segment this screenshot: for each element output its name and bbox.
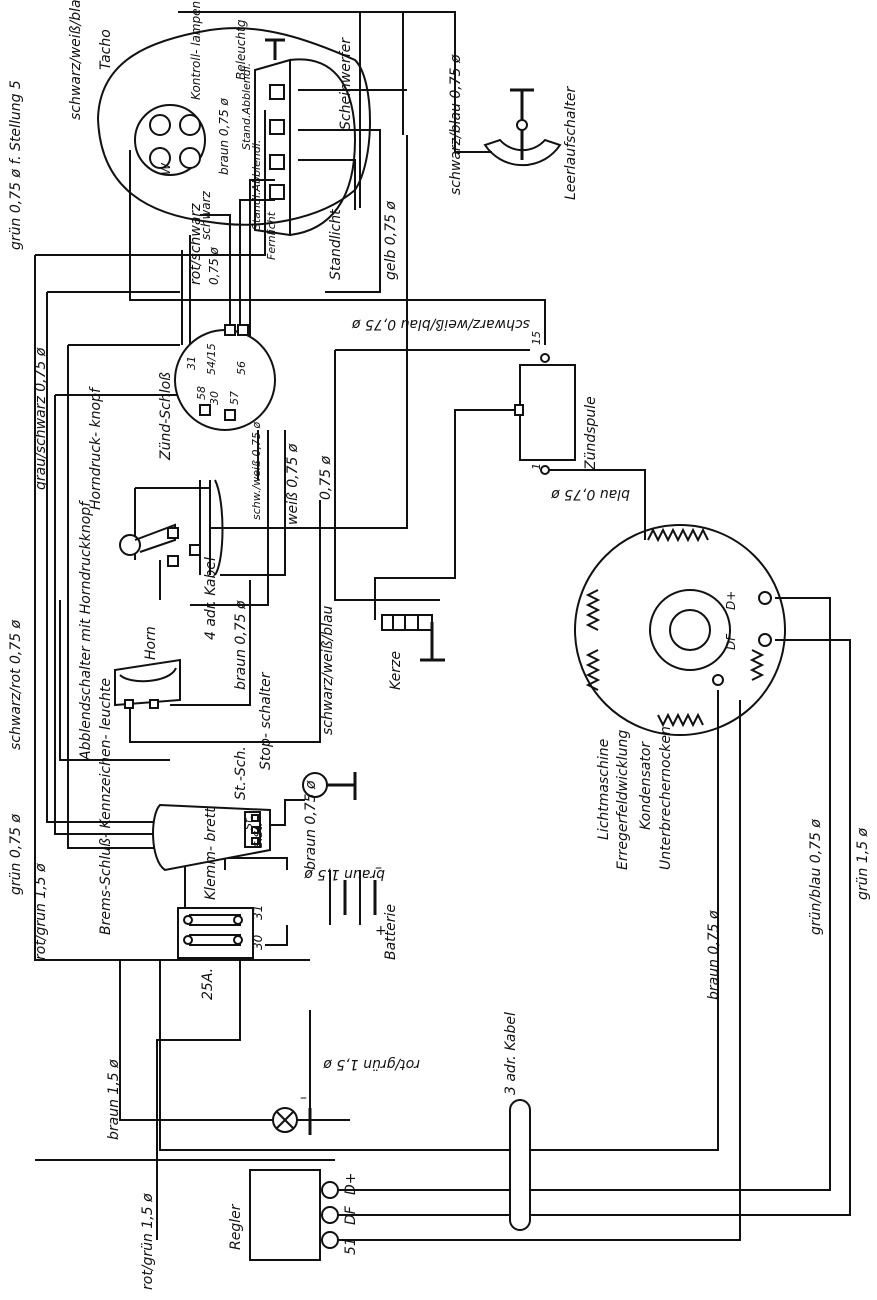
- wire-label-w7: 0,75 ø: [207, 246, 221, 285]
- wire-label-w10: grau/schwarz 0,75 ø: [33, 347, 49, 490]
- klemmbrett: [177, 907, 254, 959]
- wire-label-w27: rot/grün 1,5 ø: [140, 1193, 156, 1290]
- wire-label-w8: gelb 0,75 ø: [383, 201, 399, 280]
- label-erregerfeldwicklung: Erregerfeldwicklung: [615, 730, 631, 870]
- terminal-zs-57: 57: [228, 391, 241, 405]
- label-fuse: 25A.: [200, 968, 216, 1000]
- terminal-kb-31: 31: [251, 905, 265, 920]
- label-regler: Regler: [228, 1203, 244, 1250]
- batterie: [329, 870, 377, 925]
- terminal-kb-30: 30: [251, 934, 265, 950]
- label-kondensator: Kondensator: [638, 741, 654, 830]
- kabel3-sleeve: [509, 1099, 531, 1231]
- label-standlicht: Standlicht: [328, 209, 344, 280]
- wire-label-w19: grün 0,75 ø: [8, 814, 24, 895]
- wire-label-w6: rot/schwarz: [188, 203, 204, 285]
- label-batterie: Batterie: [383, 904, 399, 960]
- leerlaufschalter: [483, 88, 562, 167]
- label-st-sch: St.-Sch.: [233, 746, 249, 800]
- wire-label-w22: rot/grün 1,5 ø: [323, 1056, 420, 1072]
- label-lichtmaschine: Lichtmaschine: [596, 739, 612, 840]
- regler: [249, 1169, 339, 1261]
- terminal-r-df: DF: [343, 1205, 359, 1225]
- scheinwerfer: [254, 38, 357, 237]
- wire-label-w13: 0,75 ø: [318, 455, 334, 500]
- terminal-zsp-1: 1: [530, 463, 543, 470]
- tacho-housing: [96, 27, 371, 226]
- label-stand-abblendl-1: Stand.Abblendl.: [240, 63, 253, 150]
- label-zuendspule: Zündspule: [583, 396, 599, 471]
- wire-label-w20: rot/grün 1,5 ø: [33, 863, 49, 960]
- terminal-bat-plus: +: [375, 923, 387, 939]
- tacho-lamp-1: [149, 114, 171, 136]
- wire-label-w24: braun 0,75 ø: [706, 910, 722, 1000]
- label-horn: Horn: [143, 626, 159, 660]
- wire-label-w18: braun 0,75 ø: [303, 780, 319, 870]
- wire-label-w15: schwarz/weiß/blau: [320, 605, 336, 735]
- kerze: [381, 614, 445, 662]
- wire-label-w11: schw./weiß 0,75 ø: [250, 422, 263, 520]
- label-fernlicht: Fernlicht: [265, 211, 278, 260]
- label-beleuchtg: Beleuchtg: [234, 19, 248, 80]
- terminal-lamp-minus: –: [300, 1090, 307, 1106]
- terminal-zs-58: 58: [195, 386, 208, 400]
- brems-schluss-leuchte: [152, 803, 271, 872]
- stopschalter: [302, 772, 357, 800]
- wires: [34, 11, 851, 1241]
- wire-label-w25: grün/blau 0,75 ø: [808, 819, 824, 935]
- terminal-r-51: 51: [343, 1237, 359, 1255]
- zuendschloss: [174, 324, 276, 431]
- terminal-zs-31: 31: [185, 356, 198, 370]
- label-stand-abblendl-2: Standl.Abblendl.: [250, 140, 263, 230]
- label-zuendschloss: Zünd-Schloß: [158, 372, 174, 461]
- horn: [114, 658, 181, 709]
- wire-label-w23: braun 1,5 ø: [304, 866, 385, 882]
- terminal-lm-df: DF: [724, 633, 738, 650]
- label-kabel4: 4 adr. Kabel: [203, 557, 219, 640]
- label-kontrolllampen: Kontroll- lampen: [189, 1, 203, 100]
- abblendschalter: [119, 479, 224, 600]
- ladekontrolle-lamp: [272, 1107, 312, 1135]
- label-leerlaufschalter: Leerlaufschalter: [563, 86, 579, 200]
- label-brems: Brems-Schluß- Kennzeichen- leuchte: [98, 678, 114, 935]
- label-kabel3: 3 adr. Kabel: [503, 1012, 519, 1095]
- terminal-r-dplus: D+: [343, 1172, 359, 1195]
- label-klemmbrett: Klemm- brett: [203, 807, 219, 900]
- label-st: St.: [242, 815, 255, 830]
- lichtmaschine: [574, 524, 786, 736]
- terminal-zs-30: 30: [208, 391, 221, 405]
- tacho-lamp-4: [179, 147, 201, 169]
- label-sst: S.St.: [252, 823, 265, 848]
- tacho-lamp-3: [149, 147, 171, 169]
- terminal-w: W: [159, 162, 173, 175]
- zuendspule: [514, 353, 576, 475]
- wire-label-w4: braun 0,75 ø: [217, 98, 231, 175]
- wire-label-w9: schwarz/weiß/blau 0,75 ø: [351, 316, 530, 332]
- terminal-zsp-15: 15: [530, 331, 543, 345]
- label-scheinwerfer: Scheinwerfer: [338, 37, 354, 130]
- label-stopschalter: Stop- schalter: [258, 671, 274, 770]
- wire-label-w14: blau 0,75 ø: [551, 486, 630, 502]
- terminal-lm-dplus: D+: [724, 591, 738, 610]
- wire-label-w21: braun 1,5 ø: [106, 1059, 122, 1140]
- label-abblendschalter: Abblendschalter mit Horndruckknopf: [78, 500, 94, 761]
- wire-label-w12: weiß 0,75 ø: [285, 443, 301, 525]
- wire-label-w3: schwarz/blau 0,75 ø: [448, 54, 464, 195]
- wire-label-w16: braun 0,75 ø: [233, 600, 249, 690]
- label-tacho: Tacho: [98, 29, 114, 70]
- label-horndruckknopf: Horndruck- knopf: [88, 386, 104, 510]
- label-unterbrechernocken: Unterbrechernocken: [658, 726, 674, 870]
- terminal-zs-56: 56: [235, 361, 248, 375]
- wire-label-w2: schwarz/weiß/blau 0,75 ø: [68, 0, 84, 120]
- label-kerze: Kerze: [388, 651, 404, 690]
- terminal-zs-5415: 54/15: [205, 343, 218, 375]
- wire-label-w26: grün 1,5 ø: [855, 827, 871, 900]
- wire-label-w5: schwarz: [199, 190, 213, 240]
- wire-label-w17: schwarz/rot 0,75 ø: [8, 619, 24, 750]
- tacho-lamp-2: [179, 114, 201, 136]
- terminal-bat-minus: –: [375, 860, 382, 876]
- labels: Tacho Kontroll- lampen Beleuchtg Scheinw…: [8, 0, 871, 1290]
- wire-label-w1: grün 0,75 ø f. Stellung 5: [8, 80, 24, 250]
